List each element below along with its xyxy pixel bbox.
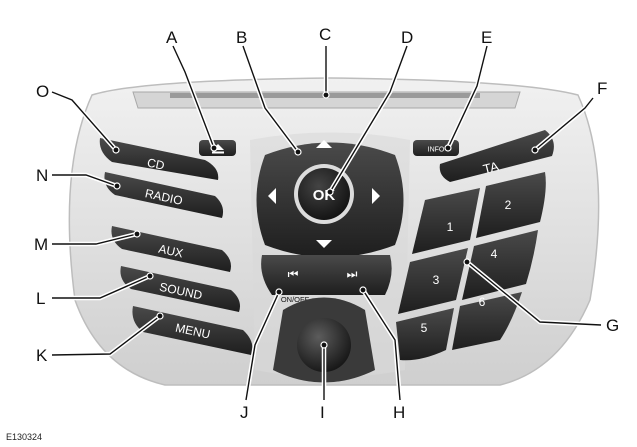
callout-o: O bbox=[36, 82, 49, 101]
figure-code: E130324 bbox=[6, 432, 42, 442]
preset-4-label: 4 bbox=[491, 247, 498, 261]
preset-2-label: 2 bbox=[505, 198, 512, 212]
cd-label: CD bbox=[146, 155, 166, 172]
callout-a: A bbox=[166, 28, 178, 47]
left-button-stack: CD RADIO AUX SOUND MENU bbox=[99, 138, 253, 355]
ta-label: TA bbox=[482, 158, 501, 176]
callout-e: E bbox=[481, 28, 492, 47]
navigation-pad: OK bbox=[256, 140, 404, 258]
callout-h: H bbox=[393, 403, 405, 422]
callout-labels: A B C D E F G H I J K L M N O bbox=[34, 25, 619, 422]
callout-b: B bbox=[236, 28, 247, 47]
right-button-stack: TA 1 2 3 4 5 6 bbox=[396, 130, 554, 361]
info-label: INFO bbox=[428, 147, 445, 154]
arrow-down-icon[interactable] bbox=[316, 240, 332, 248]
arrow-up-icon[interactable] bbox=[316, 140, 332, 148]
preset-6-button[interactable]: 6 bbox=[452, 292, 522, 350]
callout-m: M bbox=[34, 235, 48, 254]
preset-1-label: 1 bbox=[447, 220, 454, 234]
preset-5-label: 5 bbox=[421, 321, 428, 335]
preset-4-button[interactable]: 4 bbox=[462, 230, 538, 300]
preset-5-button[interactable]: 5 bbox=[396, 308, 454, 361]
aux-button[interactable]: AUX bbox=[111, 226, 231, 272]
callout-i: I bbox=[320, 403, 325, 422]
preset-6-label: 6 bbox=[479, 295, 486, 309]
preset-3-button[interactable]: 3 bbox=[398, 248, 468, 314]
callout-k: K bbox=[36, 346, 48, 365]
seek-row: ⏮ ⏭ ON/OFF bbox=[261, 255, 392, 304]
on-off-label: ON/OFF bbox=[281, 295, 310, 304]
arrow-left-icon[interactable] bbox=[268, 188, 276, 204]
callout-d: D bbox=[401, 28, 413, 47]
leader-lines bbox=[51, 45, 602, 401]
radio-button[interactable]: RADIO bbox=[104, 172, 224, 218]
callout-j: J bbox=[240, 403, 249, 422]
preset-1-button[interactable]: 1 bbox=[412, 188, 480, 254]
preset-2-button[interactable]: 2 bbox=[476, 172, 546, 238]
preset-3-label: 3 bbox=[433, 273, 440, 287]
callout-g: G bbox=[606, 316, 619, 335]
seek-forward-icon[interactable]: ⏭ bbox=[347, 267, 358, 281]
ta-button[interactable]: TA bbox=[439, 130, 554, 182]
seek-back-icon[interactable]: ⏮ bbox=[288, 267, 299, 281]
cd-button[interactable]: CD bbox=[99, 138, 219, 180]
callout-f: F bbox=[597, 79, 607, 98]
callout-l: L bbox=[36, 289, 45, 308]
arrow-right-icon[interactable] bbox=[372, 188, 380, 204]
aux-label: AUX bbox=[157, 242, 184, 261]
callout-c: C bbox=[319, 25, 331, 44]
callout-n: N bbox=[36, 166, 48, 185]
